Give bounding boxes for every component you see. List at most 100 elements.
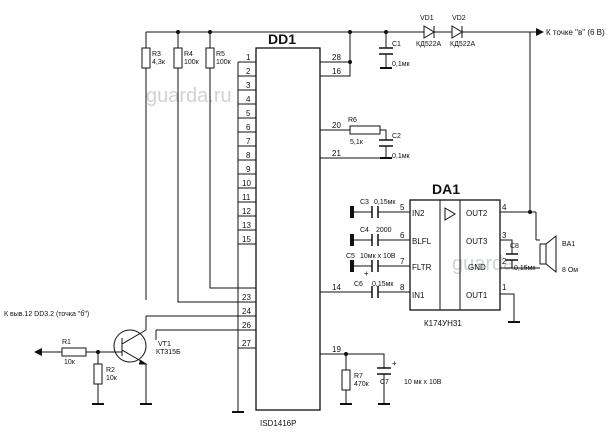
ground-block	[350, 234, 354, 246]
capacitor-c3	[371, 206, 379, 218]
da1-name: DA1	[432, 181, 460, 197]
c1-value: 0,1мк	[392, 61, 411, 68]
junction-dot	[528, 210, 532, 214]
ba1-value: 8 Ом	[562, 267, 578, 274]
power-arrow-icon	[536, 28, 544, 36]
dd1-pin-label: 7	[246, 137, 251, 146]
dd1-pin-label: 11	[242, 193, 251, 202]
c5-ref: C5	[346, 253, 355, 260]
junction-dot	[208, 30, 212, 34]
dd1-pin-label: 12	[242, 207, 251, 216]
vt1-ref: VT1	[158, 341, 171, 348]
ba1-ref: BA1	[562, 241, 575, 248]
c6-value: 0,15мк	[372, 281, 394, 288]
da1-pin-number: 5	[400, 203, 405, 212]
capacitor-c6	[371, 286, 379, 298]
vd1-ref: VD1	[420, 15, 434, 22]
r2-ref: R2	[106, 367, 115, 374]
dd1-pin-label: 16	[332, 67, 341, 76]
capacitor-c4	[371, 234, 379, 246]
da1-pin-label: OUT1	[466, 291, 488, 300]
dd1-pin-label: 8	[246, 151, 251, 160]
dd1-pin-label: 13	[242, 221, 251, 230]
dd1-part: ISD1416P	[260, 419, 296, 428]
diode-vd2	[448, 25, 478, 39]
vt1-value: КТ315Б	[156, 349, 181, 356]
dd1-pin-label: 21	[332, 149, 341, 158]
capacitor-c5	[371, 260, 379, 272]
r3-ref: R3	[152, 51, 161, 58]
da1-pin-label: IN1	[412, 291, 425, 300]
transistor-emitter-arrow-icon	[139, 359, 148, 365]
ground-block	[350, 206, 354, 218]
capacitor-c1	[379, 47, 393, 55]
c8-ref: C8	[510, 243, 519, 250]
dd1-pin-label: 5	[246, 109, 251, 118]
c3-ref: C3	[360, 199, 369, 206]
vd2-value: КД522А	[450, 41, 475, 48]
r6-ref: R6	[348, 117, 357, 124]
da1-input-wires	[354, 211, 410, 267]
dd1-left-pin-wires	[146, 61, 256, 412]
watermark-top: guarda.ru	[146, 85, 232, 107]
dd1-pin-label: 26	[242, 321, 251, 330]
speaker-cone-icon	[545, 234, 557, 274]
da1-chip	[409, 199, 501, 311]
c1-ref: C1	[392, 41, 401, 48]
r7-value: 470к	[354, 381, 370, 388]
dd1-pin-label: 6	[246, 123, 251, 132]
da1-pin-number: 8	[400, 283, 405, 292]
capacitor-c7	[377, 367, 391, 375]
c7-ref: C7	[380, 379, 389, 386]
dd1-pin-label: 24	[242, 307, 251, 316]
capacitor-c8	[506, 253, 518, 261]
r1-value: 10к	[64, 359, 76, 366]
ground-block	[350, 260, 354, 272]
dd1-pin-label: 28	[332, 53, 341, 62]
r2-value: 10к	[106, 375, 118, 382]
da1-pin-label: BLFL	[412, 237, 432, 246]
da1-pin-number: 6	[400, 231, 405, 240]
dd1-pin-label: 15	[242, 235, 251, 244]
capacitor-c2	[379, 139, 393, 147]
diode-vd1	[420, 25, 448, 39]
da1-output-wires	[500, 32, 536, 322]
vd2-ref: VD2	[452, 15, 466, 22]
dd1-pin19-wire	[320, 353, 385, 404]
dd1-pin-label: 19	[332, 345, 341, 354]
c2-ref: C2	[392, 133, 401, 140]
c2-value: 0,1мк	[392, 153, 411, 160]
r4-ref: R4	[184, 51, 193, 58]
da1-pin-number: 2	[502, 257, 507, 266]
da1-pin-number: 3	[502, 231, 507, 240]
dd1-pin-label: 4	[246, 95, 251, 104]
c7-value: 10 мк х 10В	[404, 379, 442, 386]
r3-r4-r5-wires	[145, 32, 240, 303]
da1-pin-number: 7	[400, 257, 405, 266]
dd1-pin-label: 2	[246, 67, 251, 76]
speaker-body	[539, 243, 547, 265]
dd1-pin-label: 23	[242, 293, 251, 302]
dd1-name: DD1	[268, 31, 296, 47]
da1-pin-label: OUT3	[466, 237, 488, 246]
junction-dot	[348, 30, 352, 34]
amplifier-triangle-icon	[444, 207, 456, 221]
resistor-r4	[173, 47, 183, 69]
r7-ref: R7	[354, 373, 363, 380]
dd1-pin-label: 3	[246, 81, 251, 90]
dd1-pin-label: 20	[332, 121, 341, 130]
c8-value: 0,15мк	[514, 265, 536, 272]
c7-plus-sign: +	[392, 359, 397, 368]
junction-dot	[96, 350, 100, 354]
c3-value: 0,15мк	[374, 199, 396, 206]
da1-pin-label: GND	[468, 263, 486, 272]
r6-value: 5,1к	[350, 139, 364, 146]
r1-ref: R1	[62, 339, 71, 346]
dd1-pin-label: 1	[246, 53, 251, 62]
c4-ref: C4	[360, 227, 369, 234]
transistor-vt1	[113, 329, 147, 363]
r5-value: 100к	[216, 59, 232, 66]
da1-pin-label: OUT2	[466, 209, 488, 218]
resistor-r3	[141, 47, 151, 69]
